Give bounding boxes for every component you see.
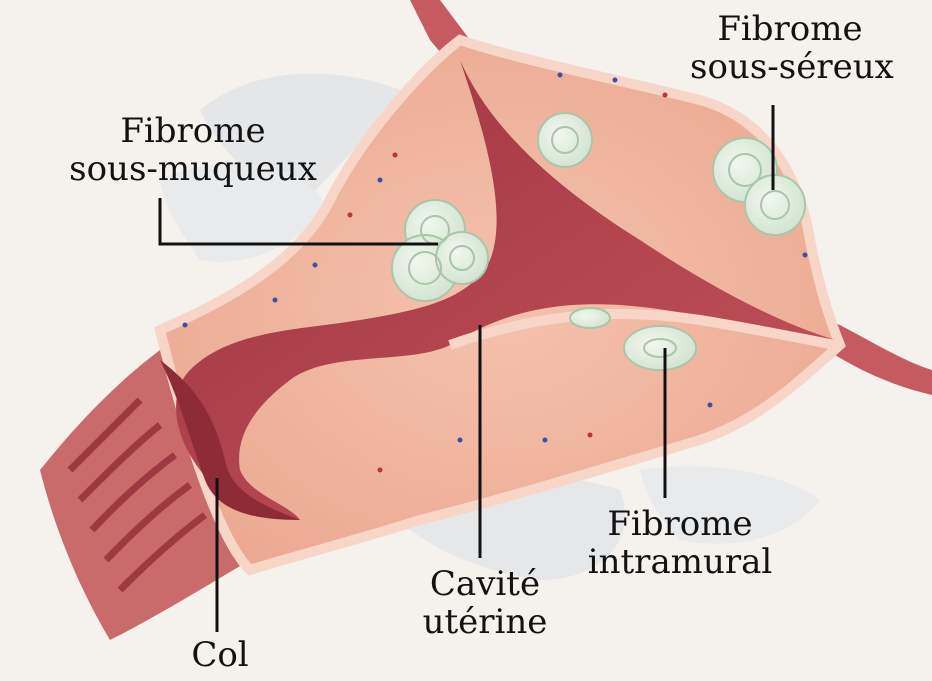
label-uterine-cavity: Cavité utérine <box>405 565 565 641</box>
label-intramural-line1: Fibrome <box>570 505 790 543</box>
label-subserous-line2: sous-séreux <box>690 48 890 86</box>
label-cervix: Col <box>175 636 265 674</box>
label-submucous-fibroid: Fibrome sous-muqueux <box>68 112 318 188</box>
label-cervix-text: Col <box>175 636 265 674</box>
label-submucous-line1: Fibrome <box>68 112 318 150</box>
label-subserous-fibroid: Fibrome sous-séreux <box>690 10 890 86</box>
label-intramural-line2: intramural <box>570 543 790 581</box>
upper-intramural-fibroid <box>538 113 592 167</box>
label-cavity-line2: utérine <box>405 603 565 641</box>
label-subserous-line1: Fibrome <box>690 10 890 48</box>
right-fallopian-tube <box>830 320 932 395</box>
label-submucous-line2: sous-muqueux <box>68 150 318 188</box>
label-intramural-fibroid: Fibrome intramural <box>570 505 790 581</box>
label-cavity-line1: Cavité <box>405 565 565 603</box>
